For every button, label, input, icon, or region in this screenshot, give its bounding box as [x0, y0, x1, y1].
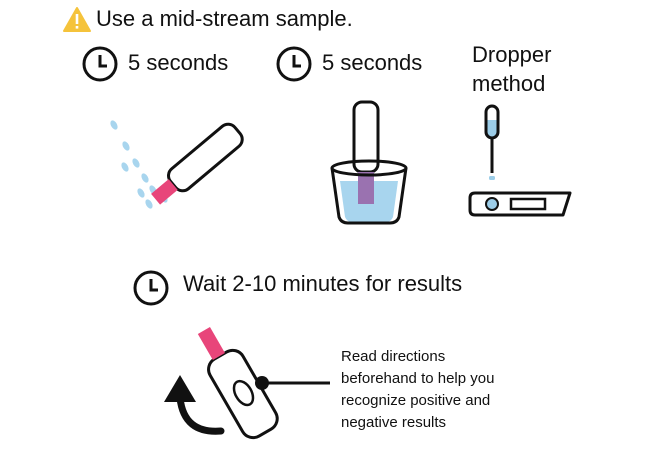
step-3-label: Dropper method: [472, 40, 551, 98]
step-2-label: 5 seconds: [322, 50, 423, 75]
dropper-illustration: [468, 104, 572, 217]
result-stick-illustration: [197, 326, 330, 440]
warning-icon: [63, 7, 91, 32]
wait-label: Wait 2-10 minutes for results: [183, 271, 463, 296]
step-1-label: 5 seconds: [128, 50, 229, 75]
warning-text: Use a mid-stream sample.: [96, 6, 353, 31]
clock-icon: [276, 46, 312, 82]
note-line: beforehand to help you: [341, 370, 495, 387]
midstream-test-illustration: [110, 120, 244, 209]
rotate-arrow-icon: [164, 375, 225, 435]
clock-icon: [82, 46, 118, 82]
step-3-label-line-2: method: [472, 71, 546, 96]
test-stick: [151, 122, 244, 205]
cup-dip-illustration: [330, 100, 408, 225]
step-3-label-line-1: Dropper: [472, 42, 552, 67]
clock-icon: [133, 270, 169, 306]
note-line: negative results: [341, 414, 447, 431]
note-line: recognize positive and: [341, 392, 491, 409]
directions-note: Read directions beforehand to help you r…: [341, 346, 494, 434]
note-line: Read directions: [341, 348, 446, 365]
